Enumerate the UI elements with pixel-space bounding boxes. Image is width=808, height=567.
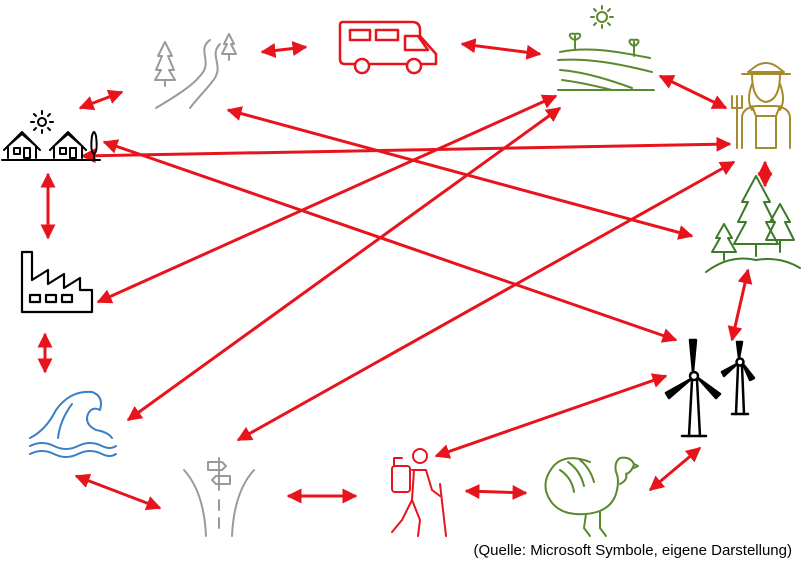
camper-van-icon	[338, 20, 438, 75]
arrow-farmer-road	[236, 160, 736, 442]
source-caption: (Quelle: Microsoft Symbole, eigene Darst…	[473, 542, 792, 559]
arrow-wind-hiker	[434, 373, 668, 459]
pine-trees-icon	[705, 175, 801, 273]
arrow-forest-path-trees	[226, 106, 694, 240]
factory-icon	[20, 250, 94, 314]
arrow-trees-wind	[727, 268, 753, 342]
farmer-icon	[731, 62, 791, 149]
arrow-houses-forest-path	[78, 89, 124, 111]
arrow-forest-path-camper	[260, 41, 308, 58]
forest-path-icon	[154, 33, 237, 109]
farm-fields-icon	[557, 5, 655, 91]
water-wave-icon	[29, 390, 117, 458]
arrow-fields-farmer	[658, 74, 728, 110]
wind-turbines-icon	[664, 338, 756, 438]
arrow-camper-fields	[460, 38, 542, 60]
turkey-icon	[544, 456, 639, 537]
connection-arrows	[37, 38, 773, 511]
arrow-houses-farmer	[80, 136, 732, 164]
arrow-road-wave	[74, 473, 162, 511]
village-houses-icon	[1, 110, 101, 161]
arrow-fields-factory	[96, 94, 558, 304]
road-junction-icon	[183, 457, 255, 537]
hiker-icon	[391, 448, 447, 537]
arrow-turkey-hiker	[464, 483, 528, 501]
arrow-wind-turkey	[648, 446, 702, 492]
